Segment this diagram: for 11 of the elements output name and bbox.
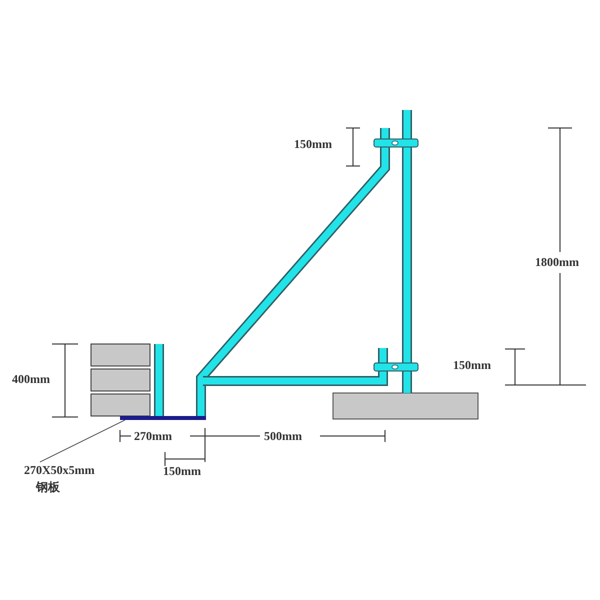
dimension-label: 270mm	[134, 429, 172, 444]
dimension-label: 400mm	[12, 372, 50, 387]
part-label: 钢板	[36, 479, 60, 496]
part-label: 270X50x5mm	[24, 462, 95, 479]
leader-line	[40, 420, 126, 462]
dimension-label: 150mm	[294, 137, 332, 152]
steel-plate	[120, 416, 206, 420]
dimension-label: 150mm	[453, 358, 491, 373]
dimension-label: 1800mm	[535, 255, 579, 270]
dimension-label: 150mm	[163, 464, 201, 479]
dimension-label: 500mm	[264, 429, 302, 444]
